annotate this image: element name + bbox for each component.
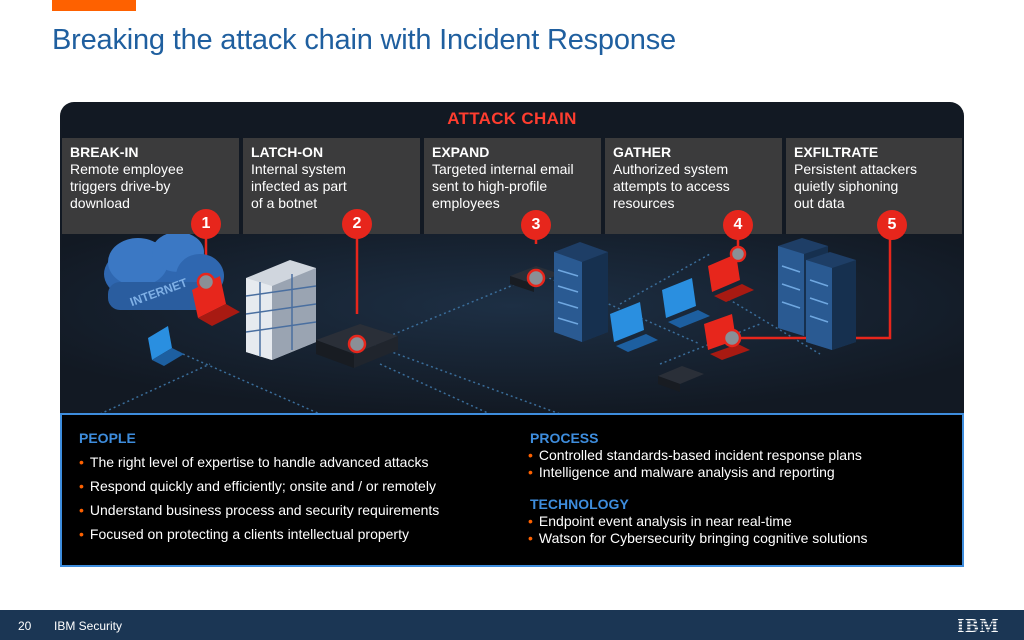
- list-item: Watson for Cybersecurity bringing cognit…: [528, 530, 868, 547]
- list-item: Respond quickly and efficiently; onsite …: [79, 474, 439, 498]
- footer-text: IBM Security: [54, 619, 123, 633]
- technology-list: Endpoint event analysis in near real-tim…: [528, 513, 868, 547]
- stage-name: EXPAND: [432, 144, 490, 160]
- monitor-icon: [662, 278, 710, 328]
- stage-name: LATCH-ON: [251, 144, 324, 160]
- list-item: Intelligence and malware analysis and re…: [528, 464, 862, 481]
- stage-expand: EXPAND Targeted internal email sent to h…: [424, 138, 601, 234]
- list-item: Understand business process and security…: [79, 498, 439, 522]
- stage-name: EXFILTRATE: [794, 144, 879, 160]
- technology-heading: TECHNOLOGY: [530, 496, 629, 512]
- router-icon: [510, 266, 560, 292]
- server-rack-icon: [554, 242, 608, 342]
- router-icon: [316, 324, 398, 368]
- stage-description: Persistent attackers quietly siphoning o…: [794, 161, 917, 211]
- page-number: 20: [18, 619, 32, 633]
- stage-exfiltrate: EXFILTRATE Persistent attackers quietly …: [786, 138, 962, 234]
- stage-gather: GATHER Authorized system attempts to acc…: [605, 138, 782, 234]
- stage-name: GATHER: [613, 144, 672, 160]
- attack-chain-header: ATTACK CHAIN: [447, 109, 577, 128]
- laptop-icon: [148, 326, 184, 366]
- stage-name: BREAK-IN: [70, 144, 139, 160]
- process-list: Controlled standards-based incident resp…: [528, 447, 862, 481]
- list-item: Controlled standards-based incident resp…: [528, 447, 862, 464]
- laptop-icon: [192, 272, 240, 326]
- response-capabilities-box: PEOPLE The right level of expertise to h…: [60, 413, 964, 567]
- monitor-icon: [610, 302, 658, 352]
- list-item: The right level of expertise to handle a…: [79, 450, 439, 474]
- network-links: [99, 253, 821, 414]
- step-3-badge: 3: [521, 210, 551, 240]
- step-1-badge: 1: [191, 209, 221, 239]
- stage-latch-on: LATCH-ON Internal system infected as par…: [243, 138, 420, 234]
- step-4-badge: 4: [723, 210, 753, 240]
- network-scene: INTERNET: [60, 234, 964, 414]
- step-5-badge: 5: [877, 210, 907, 240]
- attack-chain-panel: ATTACK CHAIN BREAK-IN Remote employee tr…: [60, 102, 964, 414]
- network-illustration: INTERNET: [60, 234, 964, 414]
- stage-description: Authorized system attempts to access res…: [613, 161, 730, 211]
- firewall-icon: [245, 260, 317, 360]
- ibm-logo: IBM: [958, 615, 998, 636]
- people-list: The right level of expertise to handle a…: [79, 450, 439, 546]
- stage-break-in: BREAK-IN Remote employee triggers drive-…: [62, 138, 239, 234]
- stage-description: Internal system infected as part of a bo…: [251, 161, 347, 211]
- router-icon: [658, 366, 704, 392]
- logo-stripes: [958, 617, 998, 631]
- monitor-icon: [704, 314, 750, 360]
- people-heading: PEOPLE: [79, 430, 136, 446]
- list-item: Endpoint event analysis in near real-tim…: [528, 513, 868, 530]
- stage-description: Remote employee triggers drive-by downlo…: [70, 161, 184, 211]
- accent-bar: [52, 0, 136, 11]
- list-item: Focused on protecting a clients intellec…: [79, 522, 439, 546]
- server-rack-icon: [806, 252, 856, 350]
- slide-title: Breaking the attack chain with Incident …: [52, 24, 676, 56]
- stage-description: Targeted internal email sent to high-pro…: [432, 161, 574, 211]
- ibm-logo-text: IBM: [958, 615, 998, 636]
- step-2-badge: 2: [342, 209, 372, 239]
- footer-bar: 20 IBM Security: [0, 610, 1024, 640]
- monitor-icon: [708, 245, 754, 302]
- process-heading: PROCESS: [530, 430, 599, 446]
